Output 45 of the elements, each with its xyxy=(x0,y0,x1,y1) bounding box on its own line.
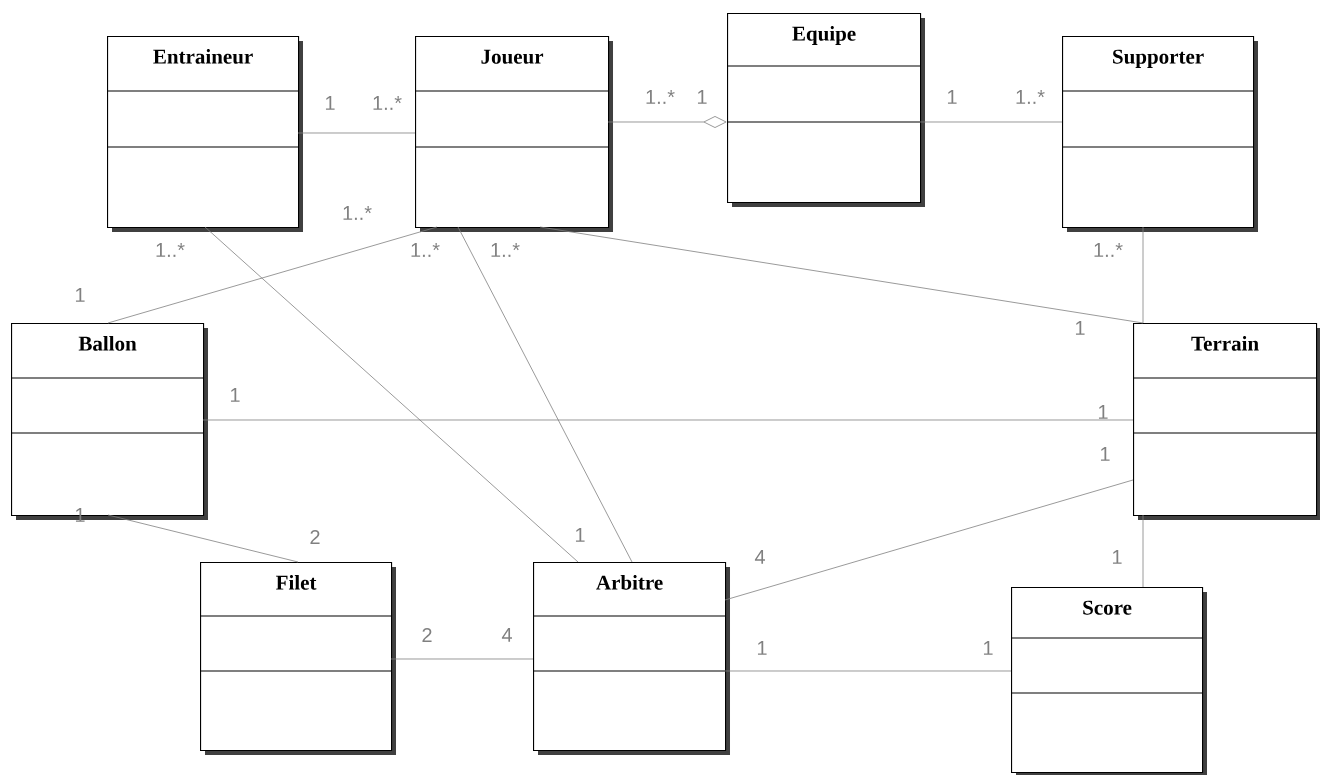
association-line xyxy=(457,226,633,563)
multiplicity-label: 1 xyxy=(697,90,707,104)
class-box: Arbitre xyxy=(532,562,730,755)
multiplicity-label: 1..* xyxy=(343,206,372,220)
multiplicity-label: 1 xyxy=(230,388,240,402)
multiplicity-label: 1 xyxy=(75,508,85,522)
multiplicity-label: 1 xyxy=(1075,321,1085,335)
association-line xyxy=(107,514,299,563)
multiplicity-label: 1 xyxy=(575,528,585,542)
class-box: Score xyxy=(1010,587,1207,775)
association-line xyxy=(202,419,1134,421)
multiplicity-label: 1 xyxy=(947,90,957,104)
multiplicity-label: 1 xyxy=(1100,447,1110,461)
class-box: Equipe xyxy=(726,13,925,207)
multiplicity-label: 2 xyxy=(422,628,432,642)
class-box: Supporter xyxy=(1061,36,1258,232)
class-box: Filet xyxy=(199,562,396,755)
association-line xyxy=(607,116,727,128)
multiplicity-label: 1..* xyxy=(1016,90,1045,104)
association-line xyxy=(204,226,579,563)
multiplicity-label: 1 xyxy=(757,641,767,655)
multiplicity-label: 4 xyxy=(501,628,512,642)
class-box: Joueur xyxy=(414,36,613,232)
association-line xyxy=(297,132,416,134)
multiplicity-label: 1 xyxy=(75,288,85,302)
association-line xyxy=(1142,514,1144,588)
association-line xyxy=(724,670,1012,672)
multiplicity-label: 1..* xyxy=(646,90,675,104)
multiplicity-label: 1 xyxy=(1098,405,1108,419)
association-line xyxy=(539,226,1144,324)
association-line xyxy=(919,121,1063,123)
association-line xyxy=(107,226,438,324)
multiplicity-label: 4 xyxy=(754,550,765,564)
multiplicity-label: 1 xyxy=(983,641,993,655)
multiplicity-label: 1..* xyxy=(411,243,440,257)
association-line xyxy=(390,658,534,660)
class-box: Terrain xyxy=(1132,323,1320,520)
multiplicity-label: 2 xyxy=(310,530,320,544)
association-line xyxy=(1142,226,1144,324)
multiplicity-label: 1 xyxy=(1112,550,1122,564)
association-line xyxy=(724,479,1134,601)
multiplicity-label: 1..* xyxy=(491,243,520,257)
multiplicity-label: 1 xyxy=(325,96,335,110)
class-box: Entraineur xyxy=(106,36,303,232)
multiplicity-label: 1..* xyxy=(373,96,402,110)
